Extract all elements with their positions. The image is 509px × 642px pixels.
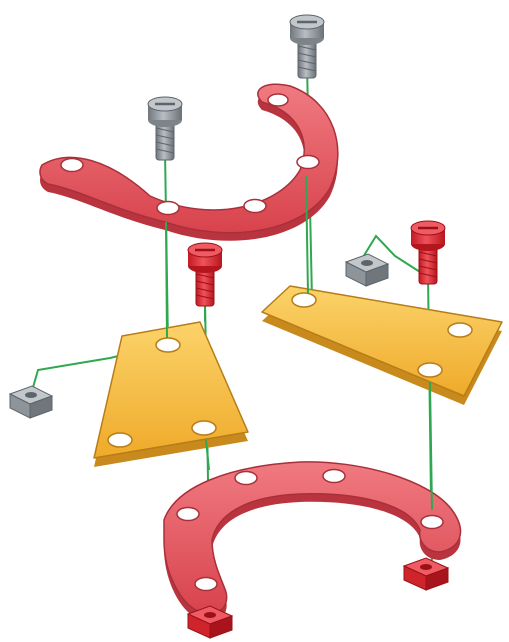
left-plate-hole: [108, 433, 132, 447]
left-plate-hole: [156, 338, 180, 352]
upper-strip-hole: [268, 94, 288, 106]
red-nut-right: [404, 558, 448, 590]
upper-strip-hole: [157, 202, 179, 215]
left-plate-hole: [192, 421, 216, 435]
lower-red-curved-strip: [164, 462, 461, 622]
upper-strip-hole: [61, 159, 83, 172]
lower-strip-hole: [235, 472, 257, 485]
lower-strip-hole: [323, 470, 345, 483]
right-plate-hole: [448, 323, 472, 337]
lower-strip-hole: [421, 516, 443, 529]
grey-screw-left: [148, 97, 182, 160]
red-screw-left: [188, 243, 222, 306]
grey-nut-right: [346, 254, 388, 286]
upper-strip-hole: [244, 200, 266, 213]
lower-strip-hole: [177, 508, 199, 521]
left-yellow-plate: [94, 322, 248, 467]
right-yellow-plate: [262, 286, 502, 405]
assembly-line-segment: [166, 222, 167, 338]
red-screw-right: [411, 221, 445, 284]
grey-nut-left: [10, 386, 52, 418]
right-plate-hole: [418, 363, 442, 377]
upper-strip-hole: [297, 156, 319, 169]
upper-red-curved-strip: [40, 84, 338, 241]
lower-strip-hole: [195, 578, 217, 591]
grey-screw-right: [290, 15, 324, 78]
right-plate-hole: [292, 293, 316, 307]
